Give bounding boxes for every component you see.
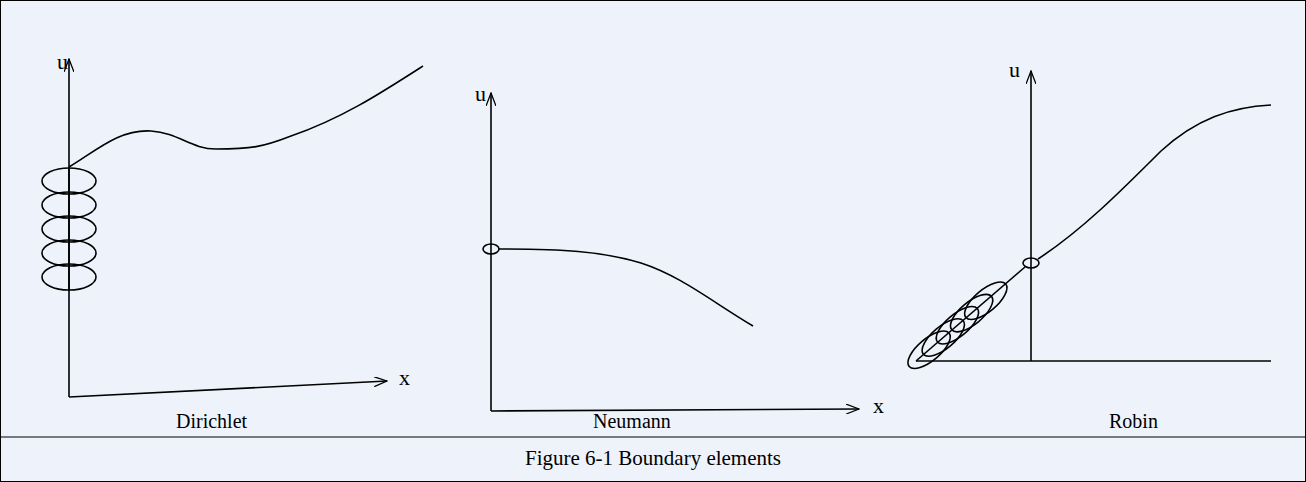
panel-title: Neumann [593,411,671,431]
coil-turn [42,264,96,290]
coil-turn [902,325,956,375]
panel-title: Robin [1109,411,1158,431]
u-axis [68,59,70,397]
coil-turn [42,192,96,218]
spring-rod [916,267,1025,361]
x-axis [491,409,859,411]
spring-end [1023,258,1039,268]
coil-turn [42,168,96,194]
axis-label: u [57,51,68,73]
axis-label: x [873,395,884,417]
solution-curve [69,66,423,167]
panel-title: Dirichlet [176,411,247,431]
coil-turn [42,240,96,266]
x-axis [916,360,1271,362]
free-end [483,244,499,254]
axis-label: u [475,83,486,105]
spring-coil [902,276,1013,375]
solution-curve [499,249,753,326]
coil-turn [945,288,999,338]
coil-turn [959,276,1013,326]
caption-rule [1,436,1305,437]
u-axis [1030,71,1032,361]
u-axis [490,93,492,411]
figure-caption: Figure 6-1 Boundary elements [525,448,781,469]
axis-label: u [1009,59,1020,81]
axis-label: x [399,367,410,389]
x-axis [69,381,387,397]
spring-coil [42,168,96,290]
spring-rod [68,169,70,291]
solution-curve [1038,105,1271,259]
coil-turn [42,216,96,242]
coil-turn [916,312,970,362]
coil-turn [930,300,984,350]
